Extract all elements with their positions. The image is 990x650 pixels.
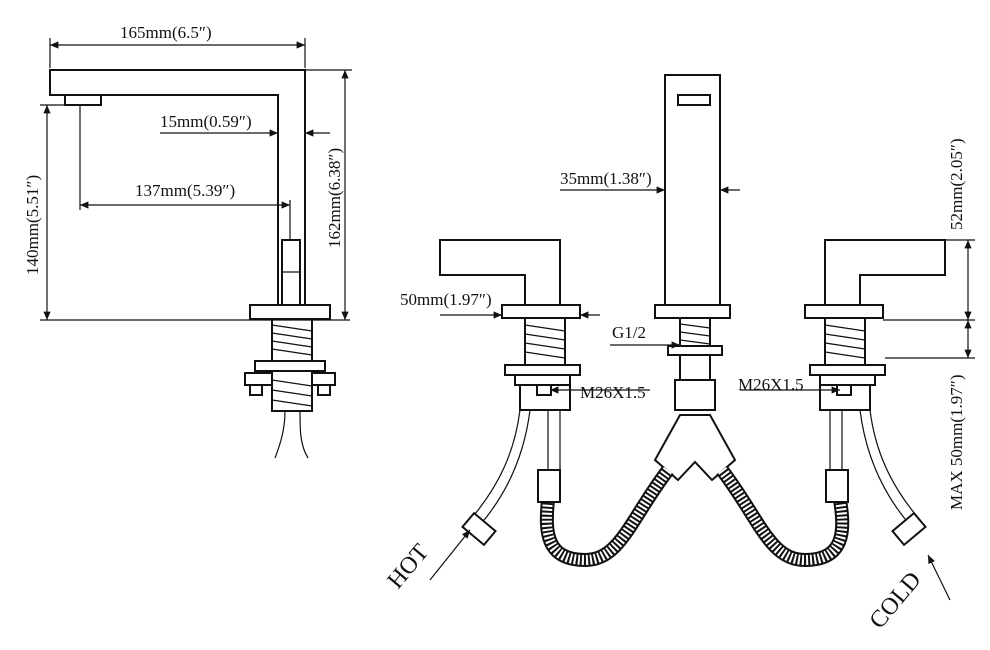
dim-thread-right: M26X1.5 bbox=[738, 375, 804, 394]
dim-handle-base: 50mm(1.97″) bbox=[400, 290, 492, 309]
dim-overall-height: 162mm(6.38″) bbox=[325, 148, 344, 248]
dim-max-deck: MAX 50mm(1.97″) bbox=[947, 374, 966, 510]
dim-spout-reach: 137mm(5.39″) bbox=[135, 181, 235, 200]
braided-hoses bbox=[537, 465, 850, 568]
dim-handle-height: 52mm(2.05″) bbox=[947, 138, 966, 230]
dim-spout-thickness: 15mm(0.59″) bbox=[160, 112, 252, 131]
hot-handle bbox=[439, 239, 581, 547]
front-view-dimensions: 35mm(1.38″) 50mm(1.97″) G1/2 M26X1.5 M26… bbox=[400, 138, 975, 510]
dim-connection: G1/2 bbox=[612, 323, 646, 342]
hot-label: HOT bbox=[383, 539, 435, 594]
side-view-dimensions: 165mm(6.5″) 15mm(0.59″) 137mm(5.39″) 140… bbox=[23, 23, 352, 321]
side-view-faucet bbox=[49, 69, 336, 459]
dim-spout-width: 35mm(1.38″) bbox=[560, 169, 652, 188]
dim-overall-reach: 165mm(6.5″) bbox=[120, 23, 212, 42]
dim-spout-height: 140mm(5.51″) bbox=[23, 175, 42, 275]
flow-labels: HOT COLD bbox=[383, 529, 951, 634]
front-view-spout bbox=[653, 74, 737, 482]
dim-thread-left: M26X1.5 bbox=[580, 383, 646, 402]
cold-label: COLD bbox=[865, 567, 927, 634]
